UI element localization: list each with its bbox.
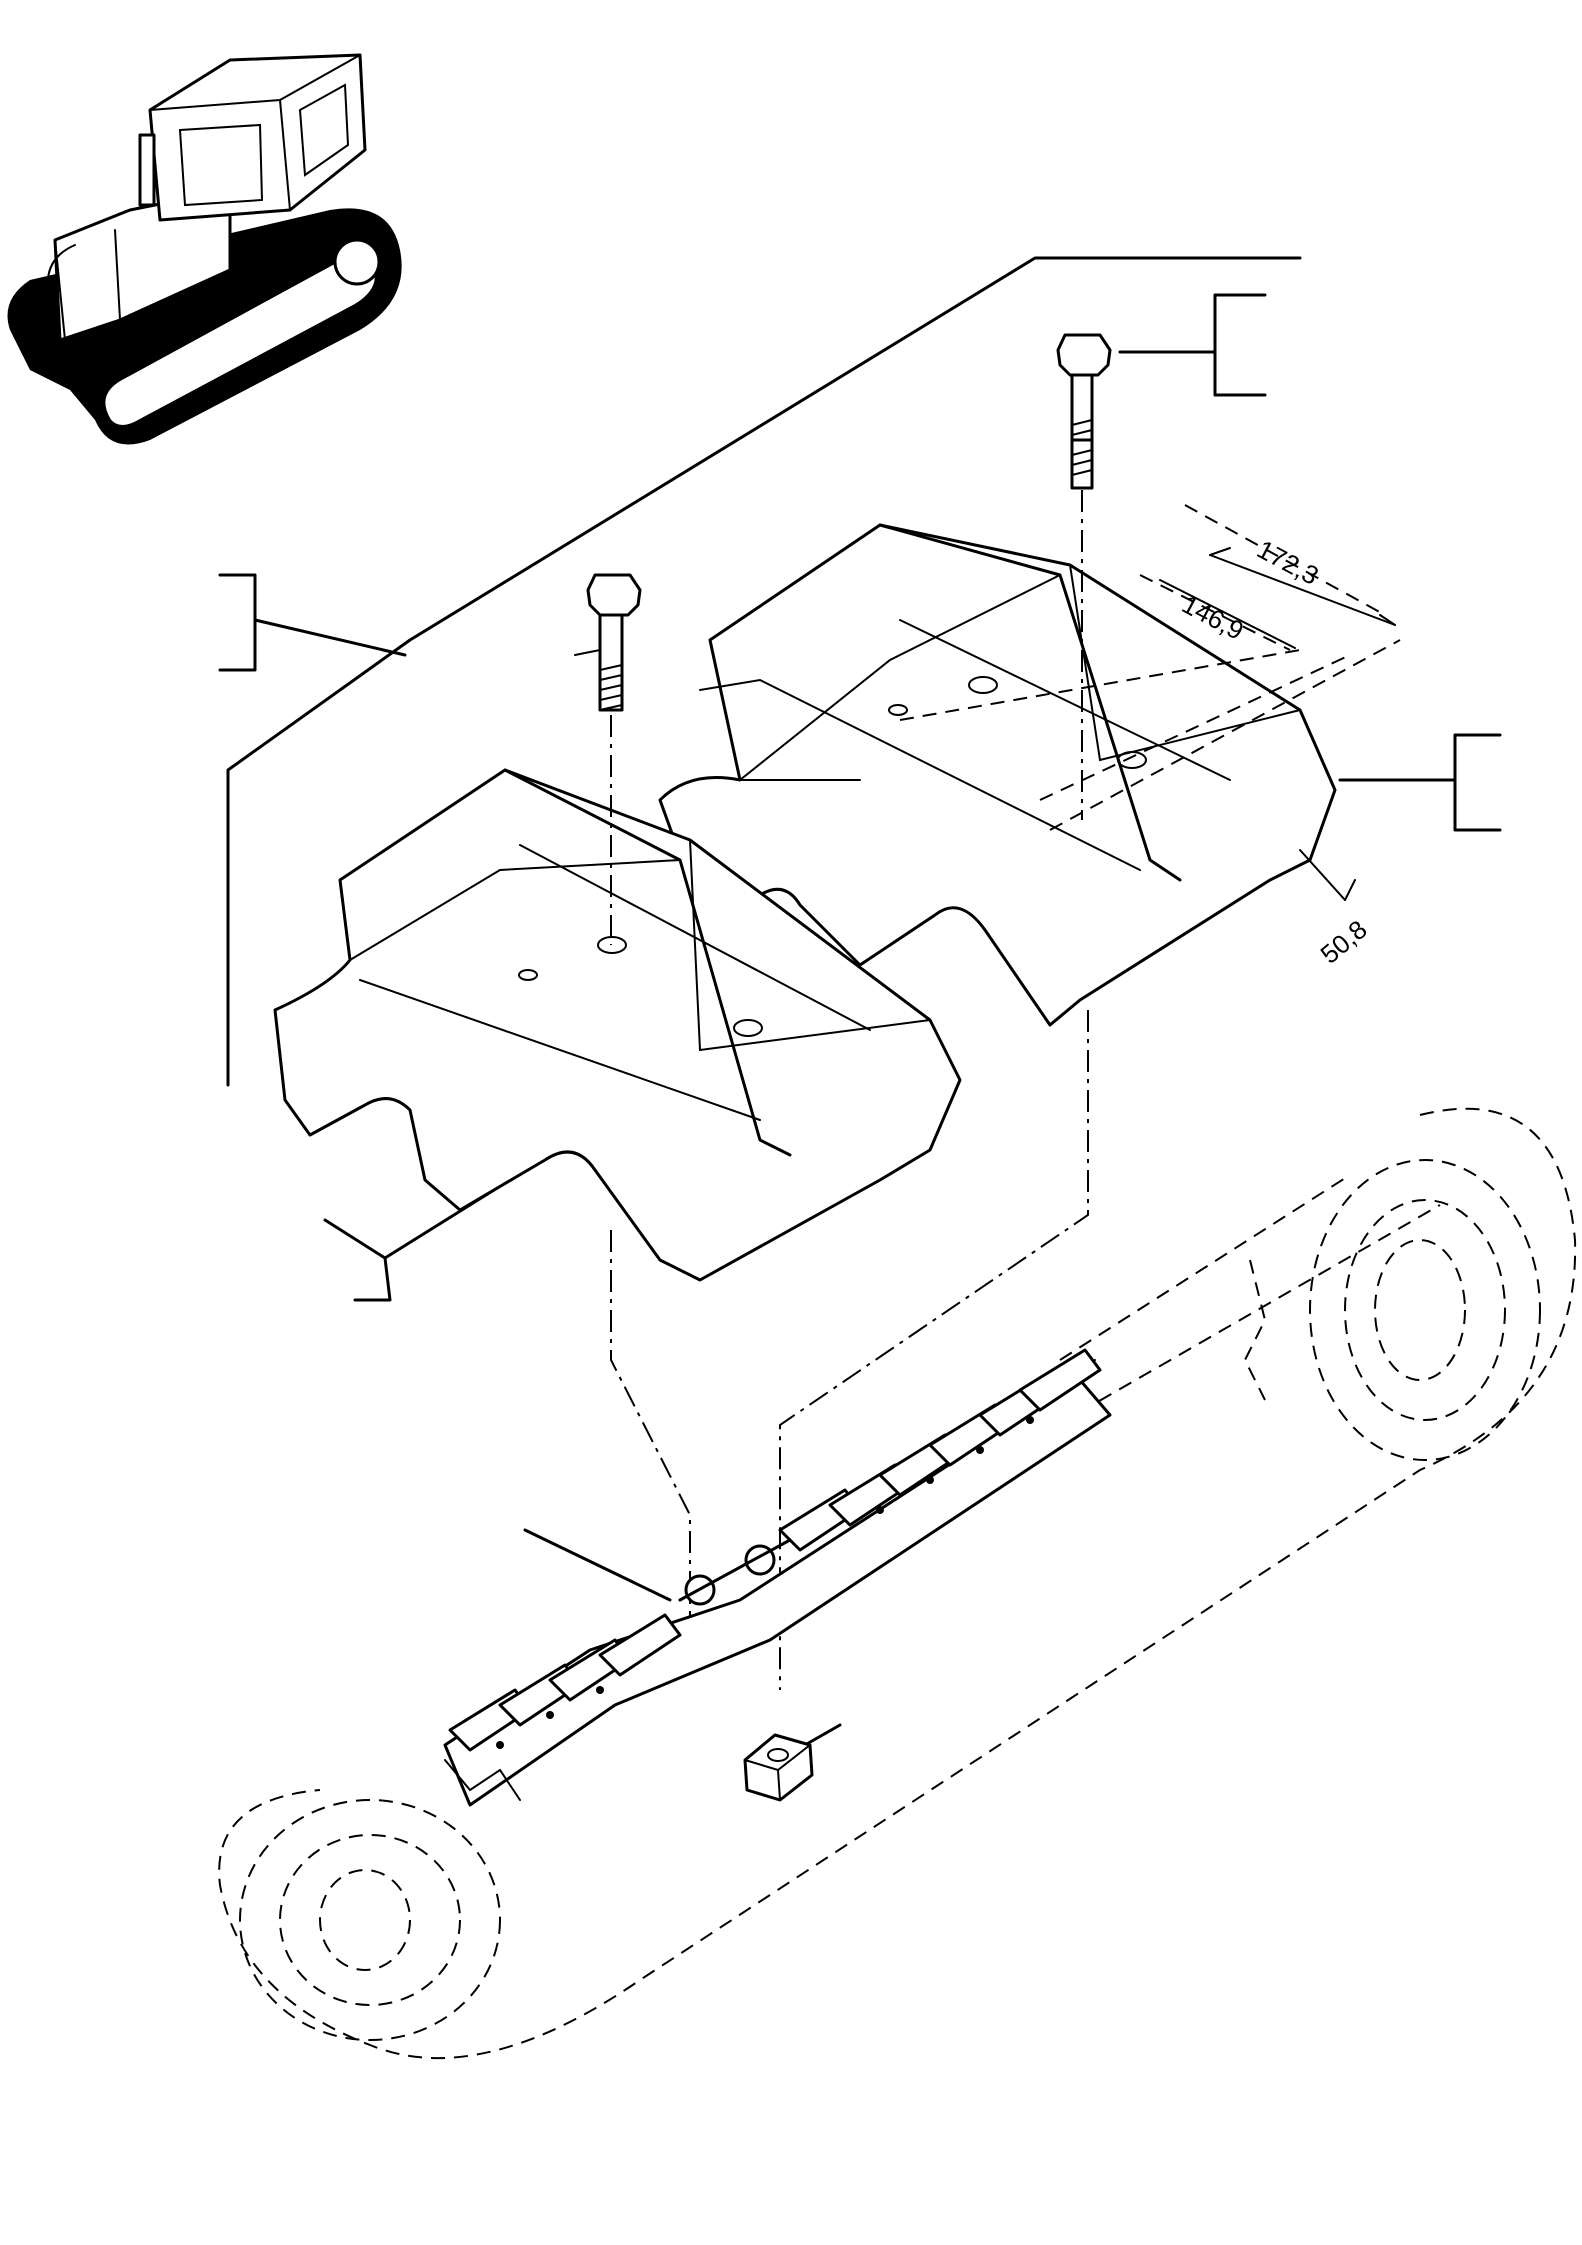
track-shoe-lower	[273, 768, 962, 1282]
dimension-146-9: 146,9	[1177, 589, 1249, 646]
track-outline-phantom	[218, 1107, 1577, 2060]
track-chain-links	[443, 1348, 1112, 1807]
crawler-tractor-thumbnail	[7, 53, 402, 445]
bolt-upper	[1056, 333, 1112, 490]
track-shoe-upper	[658, 523, 1337, 1027]
bolt-lower	[574, 573, 642, 712]
dimension-lines	[899, 504, 1401, 901]
dimension-50-8: 50,8	[1315, 914, 1373, 970]
dimension-172-3: 172,3	[1252, 534, 1324, 591]
chain-link-pins	[678, 1538, 792, 1606]
bolt-axis-lines	[610, 490, 1089, 1690]
track-nut	[743, 1733, 814, 1802]
chain-shoe-plates	[448, 1348, 1102, 1752]
leader-lines	[218, 256, 1502, 1747]
